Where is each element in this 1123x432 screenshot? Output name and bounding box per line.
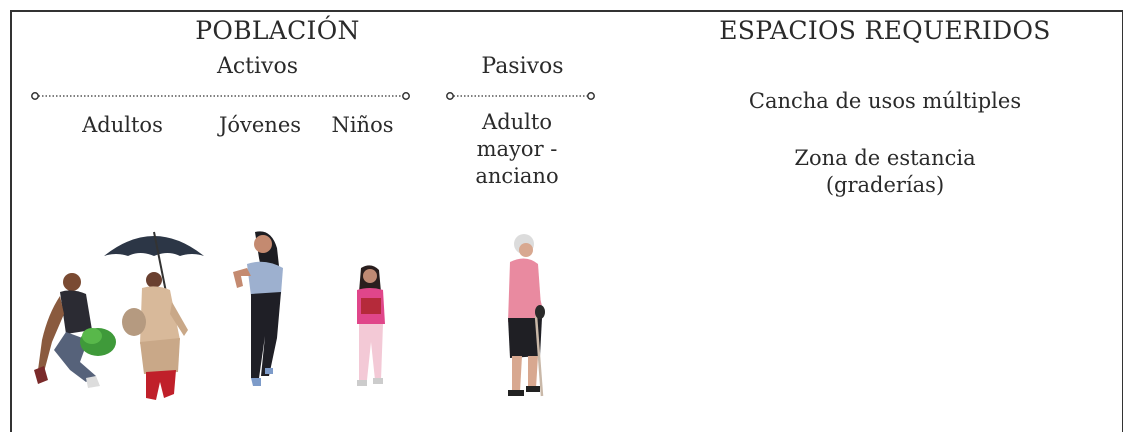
young-woman-walking-figure [233,231,283,386]
pasivos-divider [446,92,595,100]
espacio-cancha: Cancha de usos múltiples [748,89,1022,113]
adult-man-crouching-figure [34,273,116,388]
group-ninos: Niños [331,113,394,137]
group-adultos: Adultos [82,113,163,137]
elderly-woman-cane-figure [508,234,545,397]
espacios-title: ESPACIOS REQUERIDOS [719,16,1051,45]
adult-woman-umbrella-figure [104,231,204,400]
activos-label: Activos [216,54,299,79]
pasivos-label: Pasivos [481,54,564,79]
espacio-zona-estancia: Zona de estancia (graderías) [794,146,976,197]
poblacion-title: POBLACIÓN [195,16,360,45]
group-adulto-mayor: Adulto mayor - anciano [475,110,559,188]
activos-divider [31,92,410,100]
group-jovenes: Jóvenes [218,113,302,137]
child-girl-figure [357,265,385,386]
